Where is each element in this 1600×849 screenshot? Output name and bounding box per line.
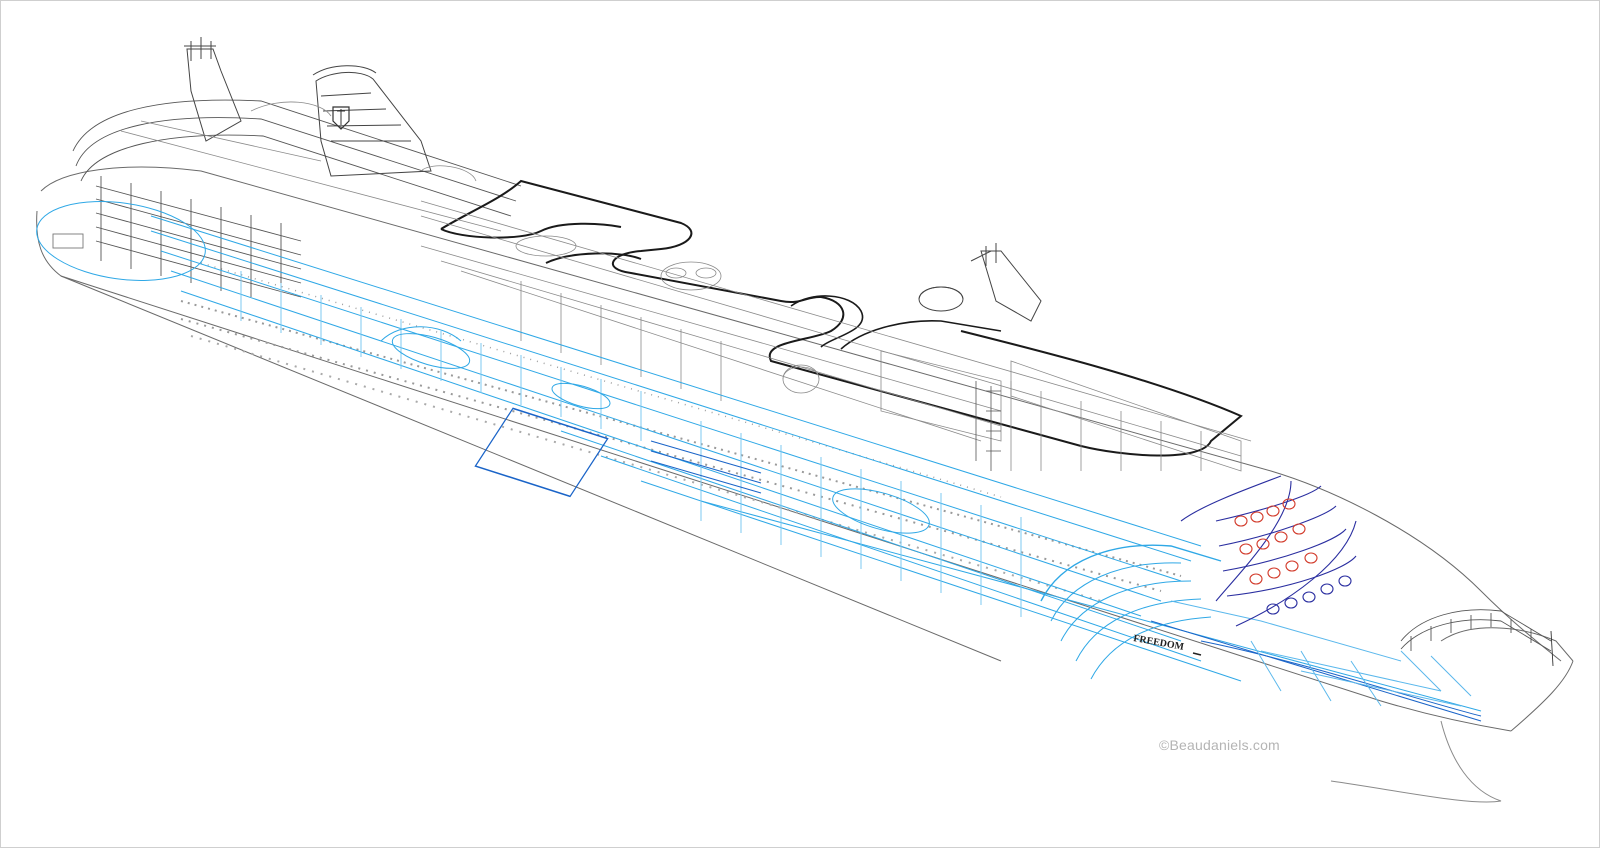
hull-name-text: FREEDOM (1132, 633, 1185, 653)
stern-superstructure (52, 99, 522, 303)
pool-deck-outline (440, 179, 1243, 457)
hull-name-mark (1192, 652, 1202, 656)
superstructure-detail (120, 101, 1252, 472)
bow-railing (1400, 609, 1554, 667)
interior-deck-layout (36, 201, 1482, 722)
bow-window-rows (1180, 475, 1357, 627)
funnels-and-masts (184, 37, 1042, 322)
hull-outline (36, 166, 1574, 803)
copyright-credit: ©Beaudaniels.com (1159, 737, 1280, 753)
